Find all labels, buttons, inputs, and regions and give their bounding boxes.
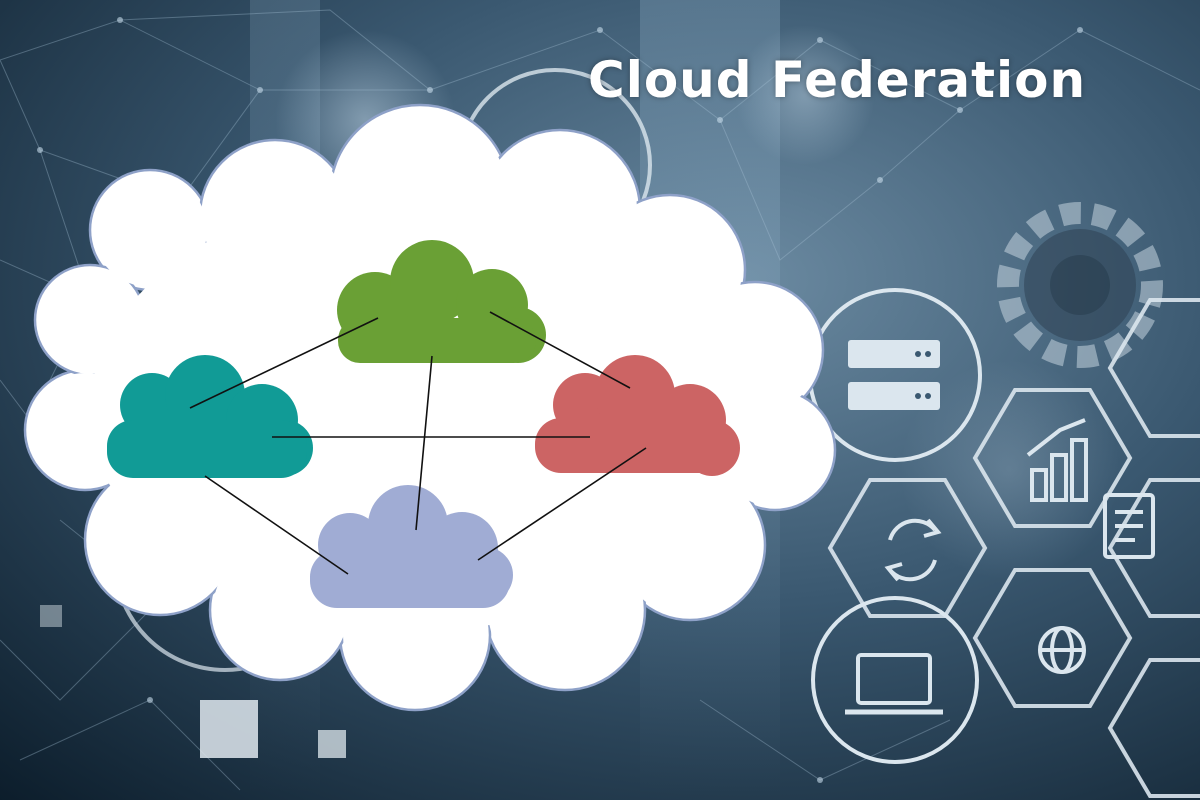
decor-square: [40, 605, 62, 627]
red-cloud: [535, 355, 740, 476]
globe-icon: [1038, 626, 1086, 674]
link-green-lavender: [415, 355, 433, 531]
decor-square: [200, 700, 258, 758]
hexagon-network-icon: [827, 298, 1200, 798]
lavender-cloud: [310, 485, 513, 608]
link-green-red: [489, 311, 631, 389]
link-green-teal: [189, 317, 379, 409]
green-cloud: [337, 240, 546, 363]
teal-cloud: [107, 355, 313, 478]
outer-federation-cloud: [23, 103, 837, 712]
decor-square: [318, 730, 346, 758]
document-icon: [1103, 493, 1155, 559]
bar-chart-icon: [1026, 418, 1088, 502]
sync-icon: [884, 518, 942, 582]
link-teal-lavender: [204, 475, 349, 575]
federation-links: [189, 311, 647, 575]
laptop-icon: [811, 596, 979, 764]
link-red-lavender: [477, 447, 647, 561]
bokeh-glow: [735, 25, 875, 165]
gear-icon: [997, 202, 1163, 368]
page-title: Cloud Federation: [588, 51, 1087, 109]
